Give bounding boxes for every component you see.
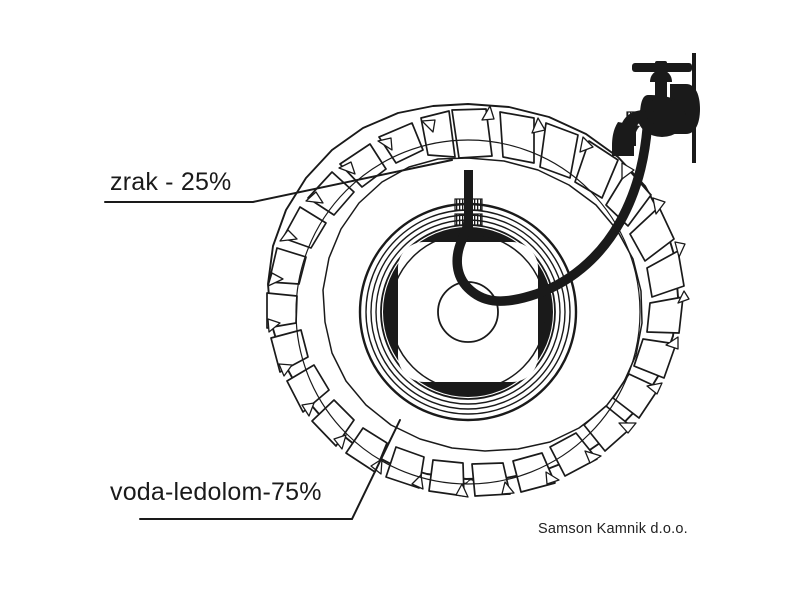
shoulder-rib-group (267, 105, 690, 498)
wall-faucet-tap (612, 61, 700, 156)
tire-carcass-outline (295, 139, 641, 485)
valve-nut-upper (454, 198, 483, 211)
label-water-percentage: voda-ledolom-75% (110, 478, 322, 506)
label-air-percentage: zrak - 25% (110, 168, 232, 196)
hose-clamp (626, 111, 654, 124)
leader-line-water (139, 419, 401, 520)
filling-hose (452, 113, 653, 306)
company-credit: Samson Kamnik d.o.o. (538, 521, 688, 537)
leader-line-air (104, 159, 453, 203)
